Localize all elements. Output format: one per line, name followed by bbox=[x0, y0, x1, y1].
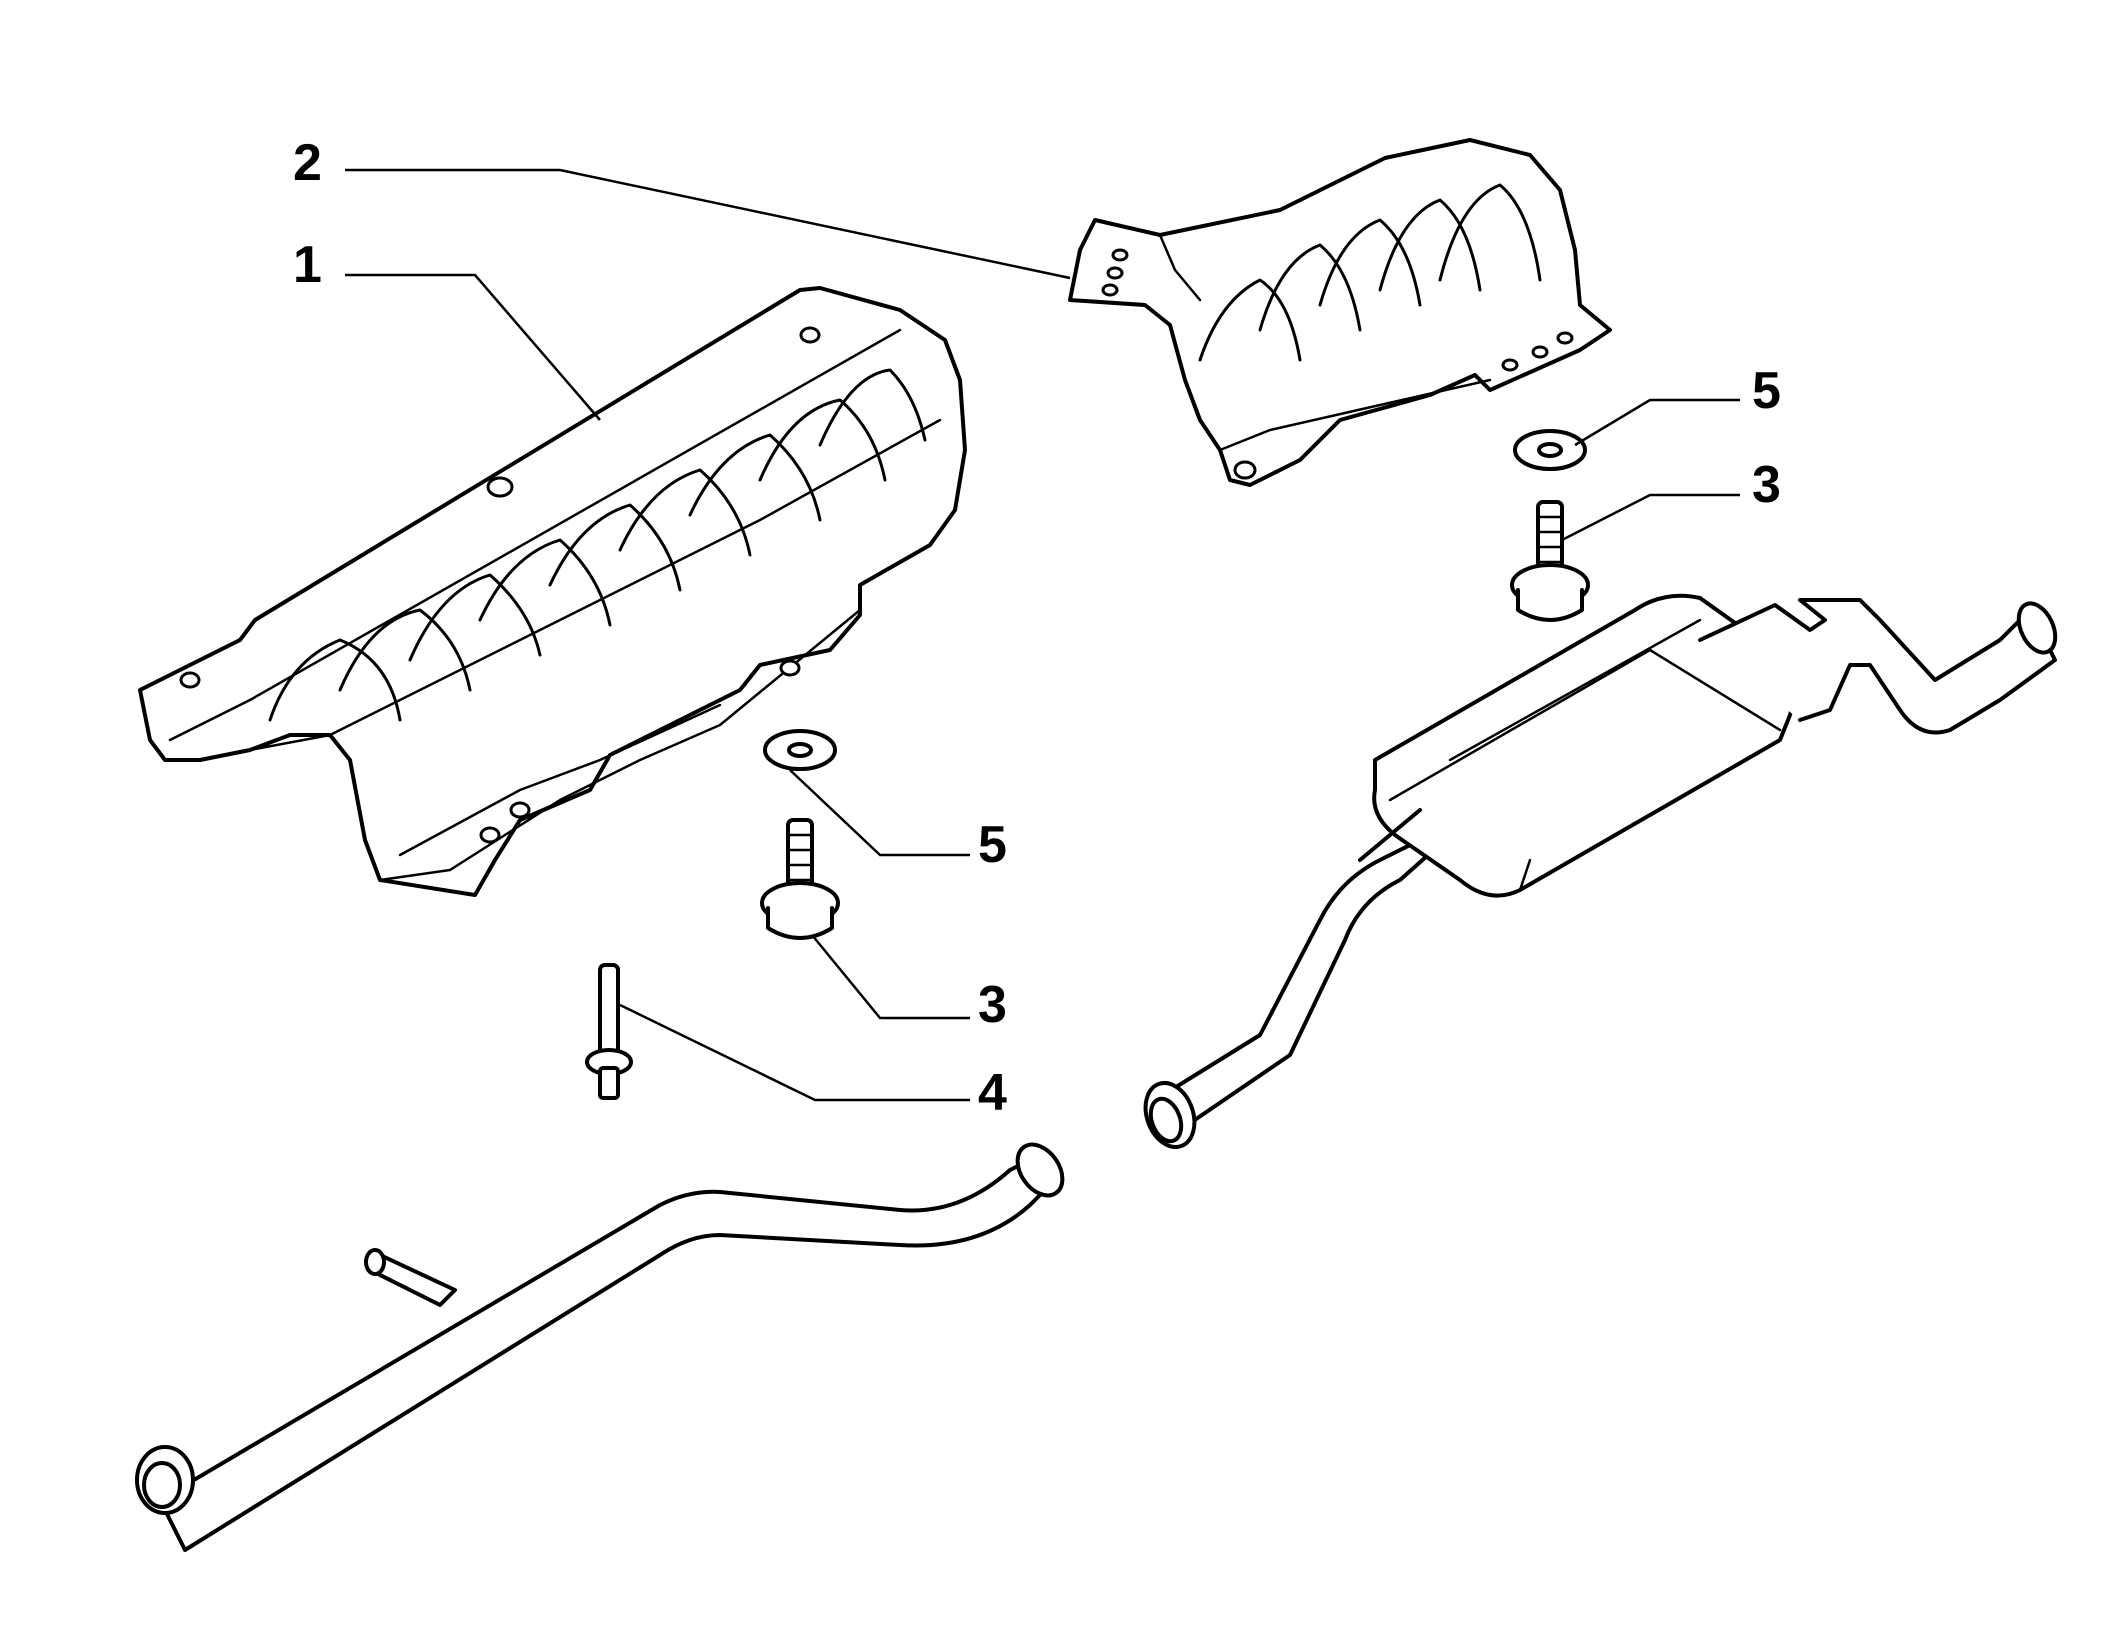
callout-5-left: 5 bbox=[978, 816, 1007, 874]
front-exhaust-pipe[interactable] bbox=[135, 1136, 1072, 1552]
heat-shield-rear[interactable] bbox=[1068, 138, 1612, 487]
leader-4 bbox=[619, 1003, 970, 1102]
callout-4: 4 bbox=[978, 1064, 1007, 1122]
leader-3b bbox=[1561, 493, 1740, 542]
bolt-left[interactable] bbox=[760, 818, 840, 940]
washer-right[interactable] bbox=[1513, 429, 1587, 471]
stud[interactable] bbox=[585, 963, 633, 1100]
leader-2 bbox=[345, 168, 1071, 280]
leader-1 bbox=[345, 273, 601, 421]
callout-2: 2 bbox=[293, 134, 322, 192]
bolt-right[interactable] bbox=[1510, 500, 1590, 622]
washer-left[interactable] bbox=[763, 729, 837, 771]
callout-3-left: 3 bbox=[978, 976, 1007, 1034]
callout-3-right: 3 bbox=[1752, 456, 1781, 514]
callout-1: 1 bbox=[293, 236, 322, 294]
leader-5a bbox=[789, 769, 970, 857]
rear-muffler[interactable] bbox=[1137, 593, 2062, 1154]
leader-5b bbox=[1574, 398, 1740, 447]
callout-5-right: 5 bbox=[1752, 362, 1781, 420]
leader-3a bbox=[811, 934, 970, 1020]
heat-shield-front[interactable] bbox=[138, 286, 967, 897]
